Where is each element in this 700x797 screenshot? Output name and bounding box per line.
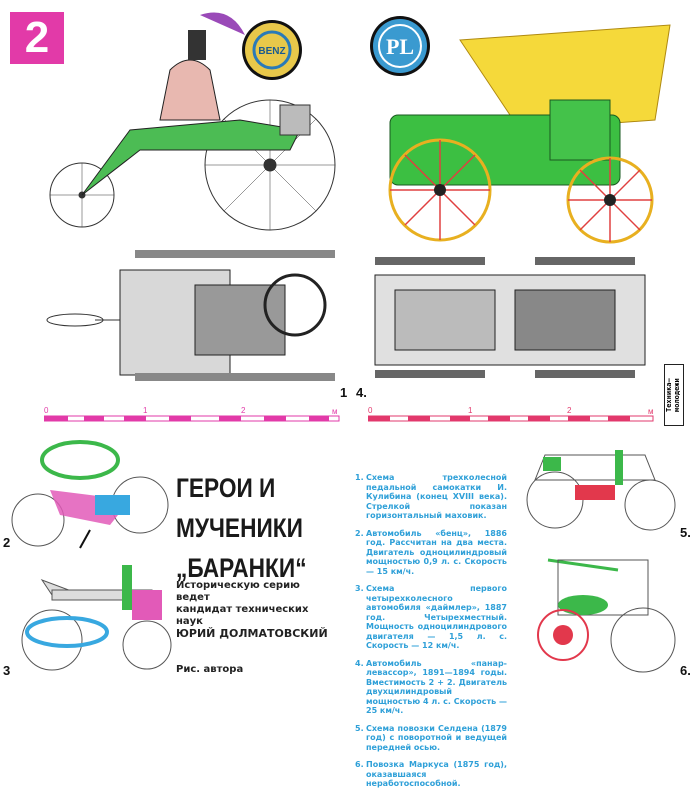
magazine-logo: Техника—молодежи <box>664 364 684 426</box>
caption-text: Схема трехколесной педальной самокатки И… <box>366 473 507 520</box>
article-intro: Историческую серию ведет кандидат технич… <box>176 580 346 640</box>
scale-left-tick-1: 1 <box>143 406 148 415</box>
scale-ruler-left <box>44 415 340 422</box>
caption-item: 6.Повозка Маркуса (1875 год), оказавшаяс… <box>355 760 507 789</box>
title-line-2: МУЧЕНИКИ <box>176 513 303 543</box>
page-number-badge: 2 <box>10 12 64 64</box>
article-title: ГЕРОИ И МУЧЕНИКИ „БАРАНКИ“ <box>176 468 348 588</box>
panhard-plan-view <box>374 257 646 378</box>
kulibin-scheme-illustration <box>11 440 169 549</box>
scale-left-unit: м <box>332 407 338 416</box>
figure-label-1: 1 <box>340 385 348 400</box>
caption-number: 3. <box>355 584 364 593</box>
caption-number: 5. <box>355 723 364 733</box>
illustration-credit: Рис. автора <box>176 664 244 675</box>
caption-number: 4. <box>355 658 364 668</box>
intro-line: Историческую серию <box>176 580 300 591</box>
caption-item: 5.Схема повозки Селдена (1879 год) с пов… <box>355 724 507 753</box>
caption-number: 2. <box>355 528 364 538</box>
figure-label-3: 3 <box>3 663 11 678</box>
caption-item: 1.Схема трехколесной педальной самокатки… <box>355 473 507 521</box>
caption-item: 2.Автомобиль «бенц», 1886 год. Рассчитан… <box>355 529 507 577</box>
figure-label-2: 2 <box>3 535 11 550</box>
scale-ruler-right <box>368 415 654 422</box>
caption-text: Автомобиль «панар-левассор», 1891—1894 г… <box>366 658 507 716</box>
scale-right-unit: м <box>648 407 654 416</box>
panhard-logo: PL <box>370 16 430 76</box>
benz-side-illustration <box>49 12 336 231</box>
scale-right-tick-0: 0 <box>368 406 373 415</box>
intro-line: ведет <box>176 592 210 603</box>
caption-text: Повозка Маркуса (1875 год), оказавшаяся … <box>366 760 507 788</box>
caption-text: Схема повозки Селдена (1879 год) с повор… <box>366 723 507 752</box>
caption-number: 6. <box>355 760 364 769</box>
scale-left-tick-2: 2 <box>241 406 246 415</box>
scale-left-tick-0: 0 <box>44 406 49 415</box>
caption-number: 1. <box>355 473 364 482</box>
intro-line: кандидат технических <box>176 604 309 615</box>
title-line-1: ГЕРОИ И <box>176 473 276 503</box>
figure-captions: 1.Схема трехколесной педальной самокатки… <box>355 473 507 797</box>
intro-line: наук <box>176 616 203 627</box>
caption-item: 4.Автомобиль «панар-левассор», 1891—1894… <box>355 659 507 716</box>
marcus-scheme-illustration <box>537 558 676 673</box>
selden-scheme-illustration <box>526 450 676 531</box>
benz-logo: BENZ <box>242 20 302 80</box>
author-name: ЮРИЙ ДОЛМАТОВСКИЙ <box>176 627 328 640</box>
scale-right-tick-1: 1 <box>468 406 473 415</box>
title-line-3: „БАРАНКИ“ <box>176 553 307 583</box>
panhard-logo-text: PL <box>386 34 414 59</box>
figure-label-5: 5. <box>680 525 691 540</box>
figure-label-4: 4. <box>356 385 367 400</box>
figure-label-6: 6. <box>680 663 691 678</box>
caption-text: Автомобиль «бенц», 1886 год. Рассчитан н… <box>366 528 507 576</box>
benz-logo-text: BENZ <box>258 46 285 57</box>
caption-text: Схема первого четырехколесного автомобил… <box>366 584 507 650</box>
panhard-side-illustration <box>388 24 671 244</box>
caption-item: 3.Схема первого четырехколесного автомоб… <box>355 584 507 651</box>
scale-right-tick-2: 2 <box>567 406 572 415</box>
daimler-scheme-illustration <box>21 565 172 671</box>
benz-plan-view <box>46 250 335 381</box>
